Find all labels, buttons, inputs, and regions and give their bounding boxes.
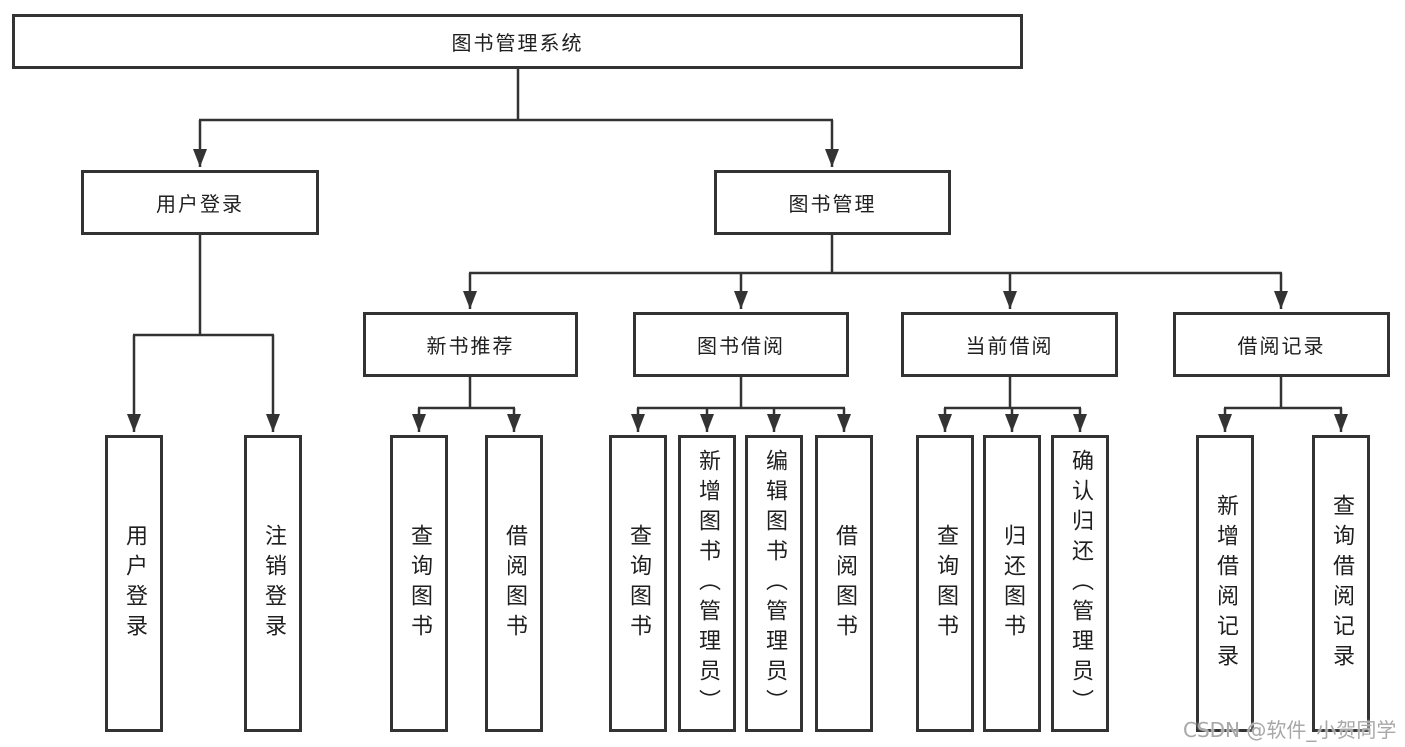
- node-label: 用户登录: [156, 192, 244, 216]
- connector-new-book-branch: [412, 377, 521, 432]
- leaf-query-books-borrow: 查询图书: [609, 435, 667, 732]
- node-user-login-module: 用户登录: [81, 170, 319, 235]
- leaf-label: 新增借阅记录: [1213, 493, 1238, 674]
- connector-root-to-level2: [193, 69, 839, 167]
- leaf-logout: 注销登录: [244, 435, 302, 732]
- connector-user-login-branch: [127, 235, 280, 432]
- connector-book-mgmt-to-level3: [463, 235, 1288, 309]
- leaf-label: 归还图书: [1000, 523, 1025, 644]
- leaf-query-books-current: 查询图书: [916, 435, 974, 732]
- leaf-label: 借阅图书: [832, 523, 857, 644]
- connector-records-branch: [1218, 377, 1348, 432]
- node-label: 当前借阅: [965, 334, 1054, 358]
- leaf-label: 查询借阅记录: [1329, 493, 1354, 674]
- leaf-label: 查询图书: [626, 523, 651, 644]
- node-label: 图书管理系统: [451, 31, 584, 55]
- node-label: 图书借阅: [697, 334, 785, 358]
- node-new-book-recommendation: 新书推荐: [363, 312, 578, 377]
- leaf-query-books-recommend: 查询图书: [390, 435, 448, 732]
- node-borrowing-records: 借阅记录: [1173, 312, 1390, 377]
- leaf-borrow-books: 借阅图书: [815, 435, 873, 732]
- leaf-confirm-return-admin: 确认归还（管理员）: [1051, 435, 1109, 732]
- leaf-label: 用户登录: [122, 523, 147, 644]
- csdn-watermark: CSDN @软件_小贺同学: [1183, 718, 1397, 742]
- leaf-query-borrow-record: 查询借阅记录: [1312, 435, 1370, 732]
- leaf-label: 借阅图书: [502, 523, 527, 644]
- node-label: 图书管理: [788, 192, 877, 216]
- node-current-borrowing: 当前借阅: [901, 312, 1118, 377]
- node-label: 借阅记录: [1237, 334, 1326, 358]
- leaf-label: 查询图书: [407, 523, 432, 644]
- leaf-return-books: 归还图书: [983, 435, 1041, 732]
- leaf-label: 新增图书（管理员）: [695, 448, 720, 719]
- leaf-label: 编辑图书（管理员）: [762, 448, 787, 719]
- leaf-label: 确认归还（管理员）: [1068, 448, 1093, 719]
- node-label: 新书推荐: [426, 334, 515, 358]
- leaf-add-books-admin: 新增图书（管理员）: [678, 435, 736, 732]
- connector-book-borrow-branch: [631, 377, 851, 432]
- leaf-user-login: 用户登录: [105, 435, 163, 732]
- connector-current-borrow-branch: [938, 377, 1087, 432]
- leaf-label: 注销登录: [261, 523, 286, 644]
- leaf-borrow-books-recommend: 借阅图书: [485, 435, 543, 732]
- leaf-edit-books-admin: 编辑图书（管理员）: [745, 435, 803, 732]
- leaf-add-borrow-record: 新增借阅记录: [1196, 435, 1254, 732]
- node-book-borrowing: 图书借阅: [633, 312, 849, 377]
- leaf-label: 查询图书: [933, 523, 958, 644]
- node-book-management-module: 图书管理: [714, 170, 951, 235]
- node-library-management-system: 图书管理系统: [12, 14, 1023, 69]
